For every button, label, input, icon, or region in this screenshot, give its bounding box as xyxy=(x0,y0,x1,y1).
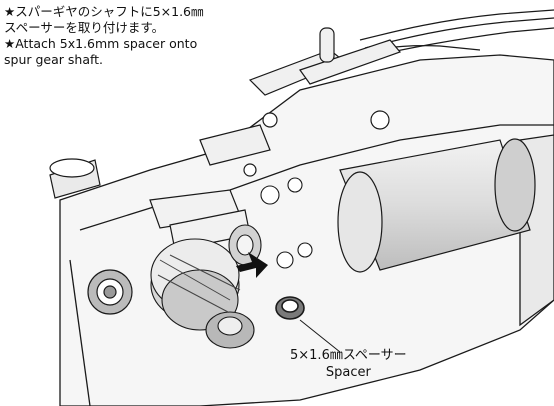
motor-can xyxy=(337,138,536,273)
instruction-jp-line-2: スペーサーを取り付けます。 xyxy=(4,20,165,35)
instruction-en-line-2: spur gear shaft. xyxy=(4,52,104,67)
spur-gear xyxy=(150,238,255,349)
insertion-arrow xyxy=(236,252,268,278)
instruction-jp-line-1: ★スパーギヤのシャフトに5×1.6㎜ xyxy=(4,4,204,19)
spacer-part xyxy=(275,296,305,320)
linkage-arms xyxy=(199,27,402,177)
instruction-en-line-1: ★Attach 5x1.6mm spacer onto xyxy=(4,36,198,51)
instruction-text-block: ★スパーギヤのシャフトに5×1.6㎜ スペーサーを取り付けます。 ★Attach… xyxy=(4,4,254,68)
left-post xyxy=(49,158,101,199)
left-bearing xyxy=(87,269,133,315)
spacer-callout: 5×1.6㎜スペーサー Spacer xyxy=(290,347,407,381)
callout-leader-line xyxy=(299,319,341,353)
spacer-label-jp: 5×1.6㎜スペーサー xyxy=(290,348,407,363)
spacer-label-en: Spacer xyxy=(325,365,371,380)
